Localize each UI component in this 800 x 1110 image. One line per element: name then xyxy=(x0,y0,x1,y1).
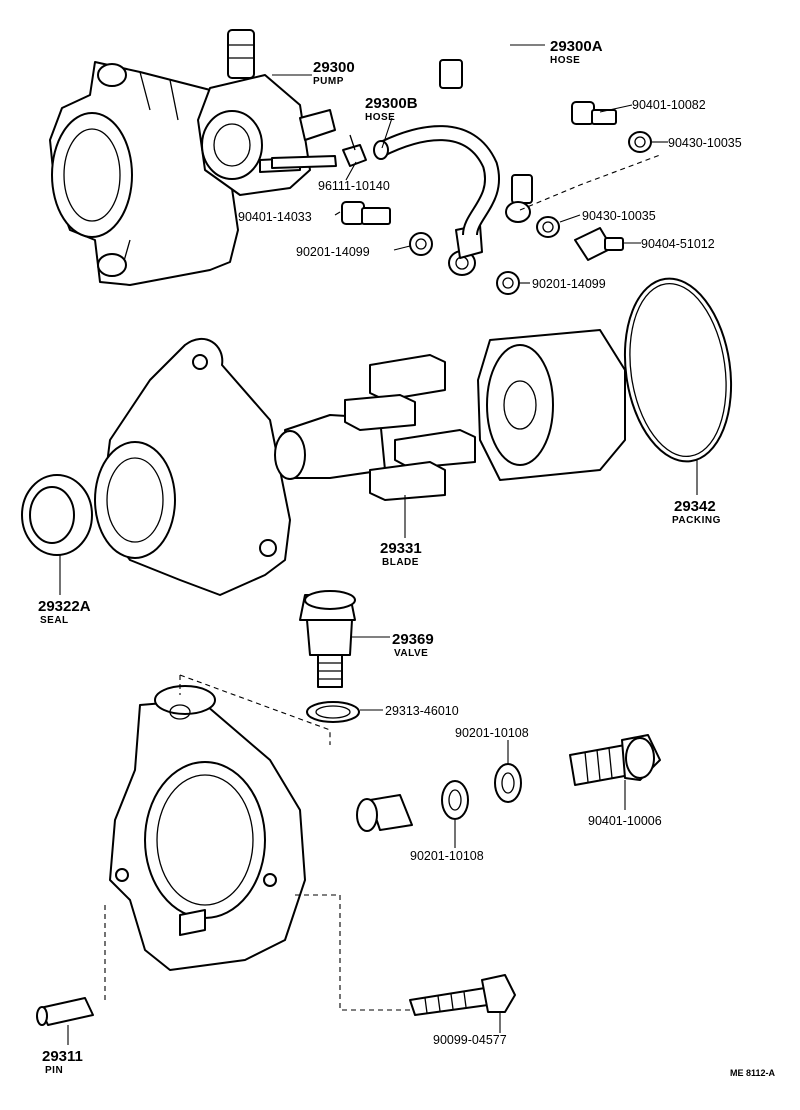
label-hose-a: HOSE xyxy=(550,55,580,66)
washer-90201-14099-a xyxy=(409,232,433,256)
vacuum-pump xyxy=(197,29,337,196)
label-90201-14099-a: 90201-14099 xyxy=(296,245,370,259)
label-pin: PIN xyxy=(45,1065,63,1076)
label-90401-14033: 90401-14033 xyxy=(238,210,312,224)
label-29322a: 29322A xyxy=(38,598,91,615)
label-90099-04577: 90099-04577 xyxy=(433,1033,507,1047)
label-90401-10006: 90401-10006 xyxy=(588,814,662,828)
bolt-90099 xyxy=(409,974,516,1016)
label-29331: 29331 xyxy=(380,540,422,557)
washer-90430-b xyxy=(536,216,560,238)
hose-29300b xyxy=(373,125,500,237)
label-90404-51012: 90404-51012 xyxy=(641,237,715,251)
label-packing: PACKING xyxy=(672,515,721,526)
bushing xyxy=(356,794,413,832)
label-29313-46010: 29313-46010 xyxy=(385,704,459,718)
label-seal: SEAL xyxy=(40,615,69,626)
clip-96111 xyxy=(342,134,367,167)
bolt-90401-10006 xyxy=(569,734,661,786)
hose-29300a xyxy=(439,32,533,276)
label-90401-10082: 90401-10082 xyxy=(632,98,706,112)
alternator-housing xyxy=(49,61,239,286)
washer-90430-a xyxy=(628,131,652,153)
pump-housing-rear xyxy=(109,685,306,971)
leader-lines xyxy=(59,44,698,1045)
label-pump: PUMP xyxy=(313,76,344,87)
label-29342: 29342 xyxy=(674,498,716,515)
bolt-90401-10082 xyxy=(571,101,617,125)
washer-90201-14099-b xyxy=(496,271,520,295)
union-90404 xyxy=(574,227,624,261)
label-blade: BLADE xyxy=(382,557,419,568)
pin-29311 xyxy=(36,997,94,1026)
seal-29322a xyxy=(21,474,93,556)
label-29300a: 29300A xyxy=(550,38,603,55)
washer-29313 xyxy=(306,701,360,723)
valve-29369 xyxy=(299,590,356,688)
label-valve: VALVE xyxy=(394,648,428,659)
washer-90201-10108-a xyxy=(494,763,522,803)
label-90430-10035-a: 90430-10035 xyxy=(668,136,742,150)
label-90430-10035-b: 90430-10035 xyxy=(582,209,656,223)
label-29369: 29369 xyxy=(392,631,434,648)
label-hose-b: HOSE xyxy=(365,112,395,123)
blades-29331 xyxy=(344,354,476,501)
label-90201-10108-b: 90201-10108 xyxy=(410,849,484,863)
label-96111-10140: 96111-10140 xyxy=(318,179,390,193)
diagram-code: ME 8112-A xyxy=(730,1068,776,1078)
washer-90201-10108-b xyxy=(441,780,469,820)
label-90201-14099-b: 90201-14099 xyxy=(532,277,606,291)
pump-housing-front xyxy=(94,338,291,596)
dashed-alignment-lines xyxy=(104,154,661,1011)
packing-29342 xyxy=(623,277,733,463)
label-29300b: 29300B xyxy=(365,95,418,112)
bolt-90401-14033 xyxy=(341,201,391,225)
label-29300: 29300 xyxy=(313,59,355,76)
rotor xyxy=(477,329,626,481)
label-90201-10108-a: 90201-10108 xyxy=(455,726,529,740)
label-29311: 29311 xyxy=(42,1048,83,1065)
